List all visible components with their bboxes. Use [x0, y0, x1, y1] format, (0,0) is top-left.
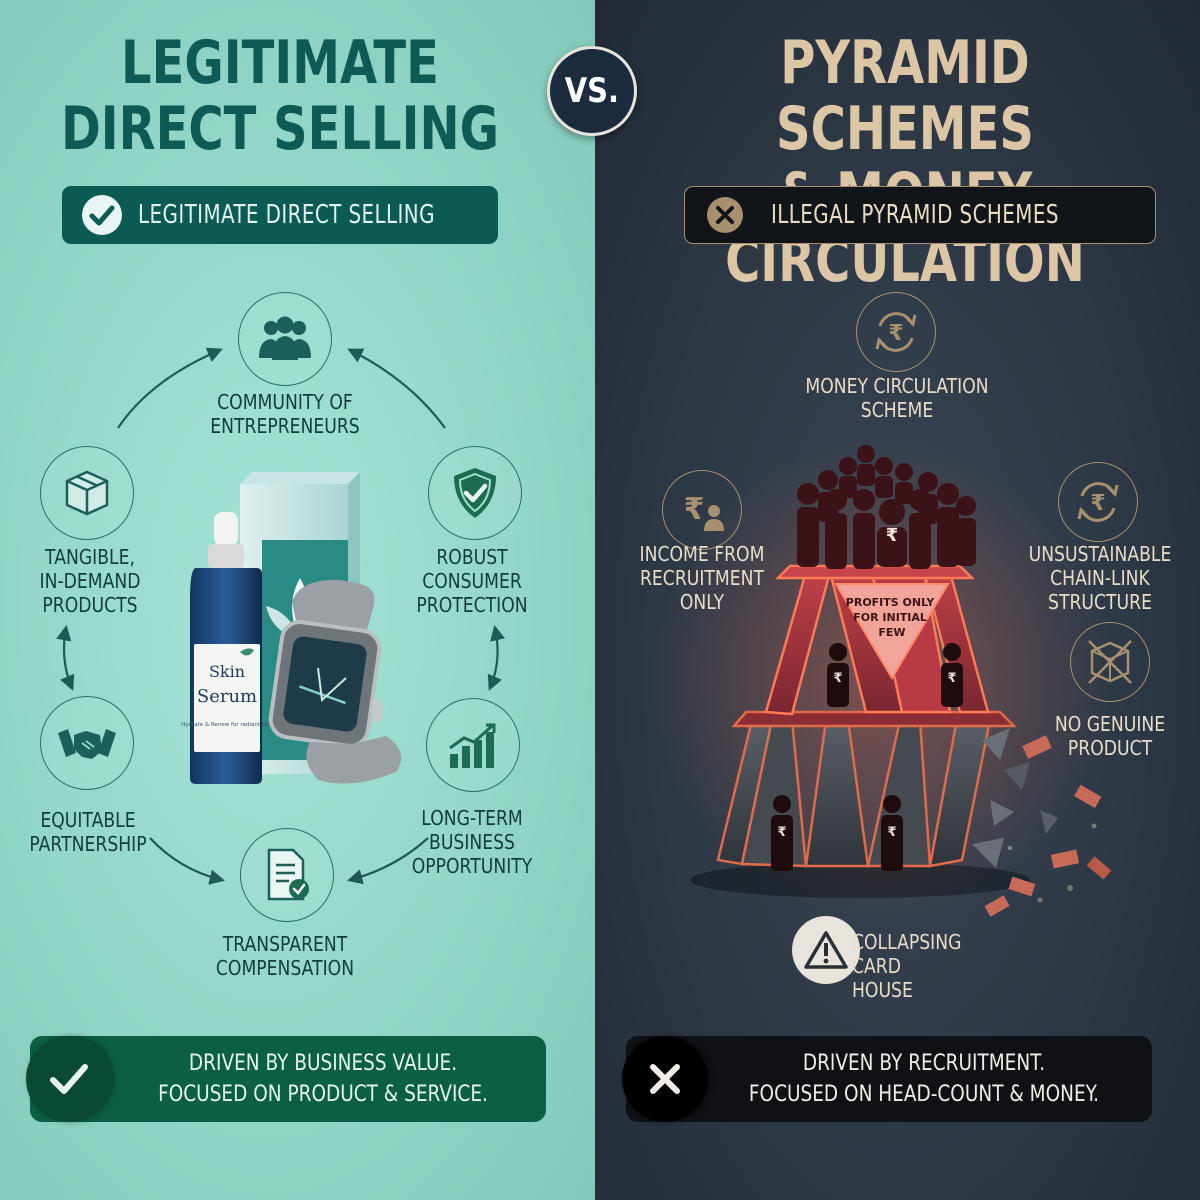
right-title: PYRAMID SCHEMES & MONEY CIRCULATION	[669, 30, 1141, 294]
vs-label: VS.	[564, 71, 620, 111]
label-chain-link: UNSUSTAINABLE CHAIN-LINK STRUCTURE	[1028, 542, 1172, 614]
left-title-line1: LEGITIMATE	[121, 28, 439, 98]
svg-text:₹: ₹	[1090, 491, 1105, 516]
illegal-footer-line1: DRIVEN BY RECRUITMENT.	[802, 1051, 1046, 1076]
label-consumer-protection: ROBUST CONSUMER PROTECTION	[416, 545, 528, 617]
footer-x-circle	[622, 1036, 708, 1122]
left-title-line2: DIRECT SELLING	[60, 94, 500, 164]
shield-check-icon	[428, 446, 522, 540]
handshake-icon	[40, 696, 134, 790]
legitimate-badge-label: LEGITIMATE DIRECT SELLING	[138, 200, 435, 230]
legitimate-footer: DRIVEN BY BUSINESS VALUE. FOCUSED ON PRO…	[26, 1036, 546, 1122]
label-money-circulation: MONEY CIRCULATION SCHEME	[805, 374, 989, 422]
label-card-house: COLLAPSING CARD HOUSE	[852, 930, 962, 1002]
label-community: COMMUNITY OF ENTREPRENEURS	[210, 390, 360, 438]
label-products: TANGIBLE, IN-DEMAND PRODUCTS	[39, 545, 141, 617]
label-compensation: TRANSPARENT COMPENSATION	[215, 932, 355, 980]
legitimate-footer-line1: DRIVEN BY BUSINESS VALUE.	[188, 1051, 458, 1076]
vs-badge: VS.	[547, 46, 637, 136]
legitimate-footer-line2: FOCUSED ON PRODUCT & SERVICE.	[158, 1082, 488, 1107]
illegal-footer-line2: FOCUSED ON HEAD-COUNT & MONEY.	[748, 1082, 1100, 1107]
package-box-icon	[40, 446, 134, 540]
growth-chart-icon	[426, 698, 520, 792]
x-circle-icon	[707, 197, 743, 233]
label-no-product: NO GENUINE PRODUCT	[1054, 712, 1166, 760]
legitimate-footer-text: DRIVEN BY BUSINESS VALUE. FOCUSED ON PRO…	[144, 1048, 502, 1110]
svg-text:₹: ₹	[684, 492, 705, 527]
svg-text:₹: ₹	[888, 321, 903, 346]
document-check-icon	[240, 828, 334, 922]
check-circle-icon	[82, 195, 122, 235]
label-business-opportunity: LONG-TERM BUSINESS OPPORTUNITY	[411, 806, 533, 878]
x-icon	[650, 1064, 680, 1094]
warning-icon	[792, 916, 860, 984]
footer-check-circle	[26, 1036, 112, 1122]
label-partnership: EQUITABLE PARTNERSHIP	[29, 808, 147, 856]
label-income-recruitment: INCOME FROM RECRUITMENT ONLY	[639, 542, 765, 614]
rupee-cycle-icon-2: ₹	[1058, 462, 1138, 542]
legitimate-badge: LEGITIMATE DIRECT SELLING	[62, 186, 498, 244]
illegal-footer-text: DRIVEN BY RECRUITMENT. FOCUSED ON HEAD-C…	[741, 1048, 1107, 1110]
illegal-footer: DRIVEN BY RECRUITMENT. FOCUSED ON HEAD-C…	[622, 1036, 1152, 1122]
rupee-person-icon: ₹	[662, 470, 742, 550]
people-group-icon	[238, 292, 332, 386]
illegal-badge-label: ILLEGAL PYRAMID SCHEMES	[771, 200, 1059, 230]
right-title-line1: PYRAMID SCHEMES	[776, 28, 1034, 164]
left-title: LEGITIMATE DIRECT SELLING	[56, 30, 504, 162]
illegal-badge: ILLEGAL PYRAMID SCHEMES	[684, 186, 1156, 244]
rupee-cycle-icon: ₹	[856, 292, 936, 372]
check-icon	[50, 1064, 88, 1094]
crossed-box-icon	[1070, 622, 1150, 702]
